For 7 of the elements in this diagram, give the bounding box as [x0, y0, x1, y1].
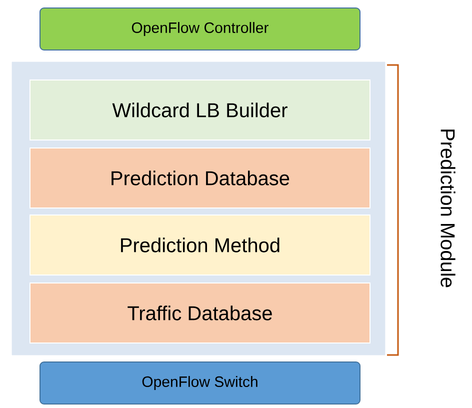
process-box: Traffic Database [30, 282, 370, 344]
process-box: Prediction Method [30, 214, 370, 276]
process-box: Prediction Database [30, 148, 370, 208]
switch-box: OpenFlow Switch [40, 362, 360, 404]
module-label: Prediction Module [440, 130, 456, 288]
process-box: Wildcard LB Builder [30, 80, 370, 140]
controller-box: OpenFlow Controller [40, 8, 360, 50]
